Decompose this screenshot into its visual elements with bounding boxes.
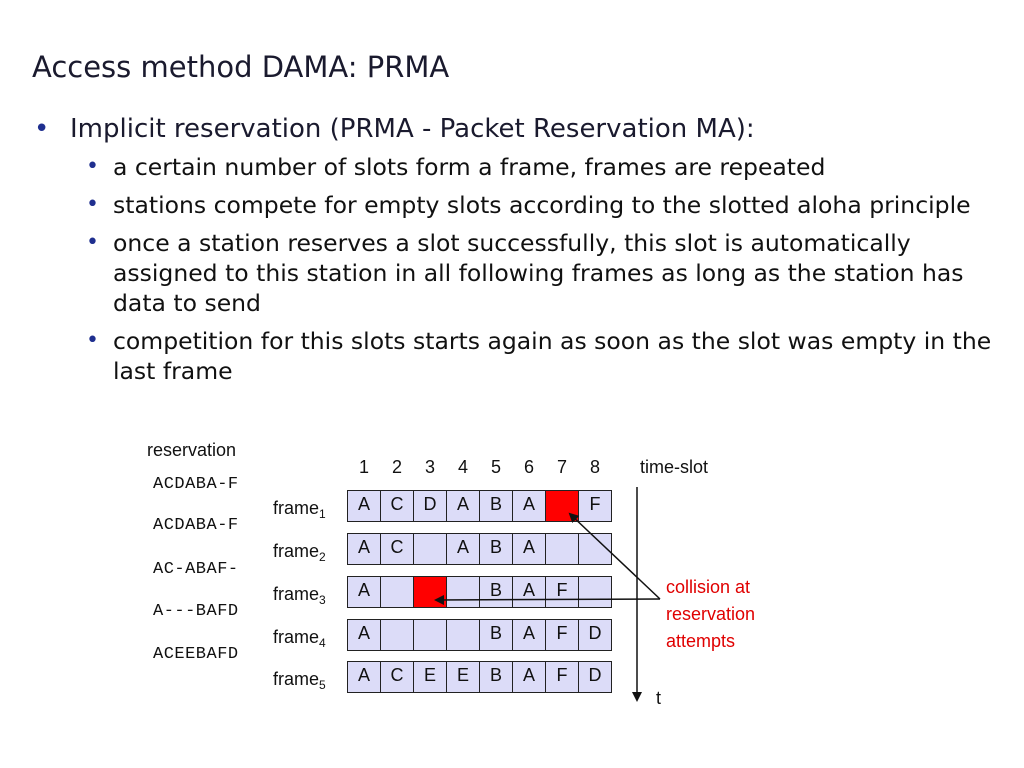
- slot-cell: F: [545, 619, 579, 651]
- slot-number: 2: [391, 457, 402, 477]
- slot-cell: A: [512, 490, 546, 522]
- frame-label: frame3: [273, 584, 326, 607]
- sub-bullet-list: • a certain number of slots form a frame…: [82, 152, 1007, 386]
- reservation-string: ACDABA-F: [153, 516, 239, 535]
- slot-number: 7: [556, 457, 567, 477]
- slot-cell: D: [578, 619, 612, 651]
- slot-cell: A: [512, 576, 546, 608]
- frame-label-text: frame: [273, 669, 320, 689]
- slot-cell: D: [413, 490, 447, 522]
- slot-number: 4: [457, 457, 468, 477]
- sub-bullet: • a certain number of slots form a frame…: [82, 152, 1007, 182]
- slot-number: 1: [358, 457, 369, 477]
- time-slot-label: time-slot: [640, 457, 709, 477]
- slot-cell: [578, 576, 612, 608]
- main-bullet-text: Implicit reservation (PRMA - Packet Rese…: [70, 114, 755, 144]
- slot-cell: D: [578, 661, 612, 693]
- slot-cell: [413, 533, 447, 565]
- slot-cell: A: [512, 661, 546, 693]
- slot-number: 8: [589, 457, 600, 477]
- reservation-string: A---BAFD: [153, 602, 239, 621]
- slot-cell: A: [446, 490, 480, 522]
- slot-cell: A: [347, 661, 381, 693]
- slot-cell: B: [479, 619, 513, 651]
- sub-bullet: • once a station reserves a slot success…: [82, 228, 1007, 318]
- reservation-string: ACEEBAFD: [153, 645, 239, 664]
- collision-pointer-frame1: [568, 512, 661, 600]
- bullet-dot-icon: •: [86, 192, 99, 217]
- slot-cell: B: [479, 661, 513, 693]
- collision-pointer-frame3: [434, 594, 661, 605]
- frame-label: frame2: [273, 541, 326, 564]
- reservation-string: ACDABA-F: [153, 475, 239, 494]
- main-bullet: • Implicit reservation (PRMA - Packet Re…: [32, 112, 1007, 146]
- slot-cell: A: [347, 619, 381, 651]
- slot-cell: B: [479, 576, 513, 608]
- slot-cell: F: [545, 576, 579, 608]
- collision-note: collision at reservation attempts: [666, 574, 755, 655]
- slot-cell: E: [413, 661, 447, 693]
- reservation-string: AC-ABAF-: [153, 560, 239, 579]
- sub-bullet: • stations compete for empty slots accor…: [82, 190, 1007, 220]
- collision-note-line: attempts: [666, 631, 736, 651]
- slot-number: 3: [424, 457, 435, 477]
- bullet-dot-icon: •: [86, 328, 99, 353]
- slot-number: 5: [490, 457, 501, 477]
- slot-cell: B: [479, 533, 513, 565]
- sub-bullet-text: stations compete for empty slots accordi…: [113, 191, 971, 219]
- bullet-dot-icon: •: [86, 230, 99, 255]
- bullet-dot-icon: •: [34, 114, 50, 144]
- frame-label-text: frame: [273, 584, 320, 604]
- slot-cell: [446, 619, 480, 651]
- frame-index: 5: [319, 678, 326, 692]
- bullet-list: • Implicit reservation (PRMA - Packet Re…: [32, 112, 1007, 394]
- frame-index: 1: [319, 507, 326, 521]
- slot-cell: A: [512, 533, 546, 565]
- page-title: Access method DAMA: PRMA: [32, 50, 450, 84]
- collision-note-line: reservation: [666, 604, 756, 624]
- slot-cell: E: [446, 661, 480, 693]
- frame-label-text: frame: [273, 627, 320, 647]
- frame-label: frame1: [273, 498, 326, 521]
- frame-label-text: frame: [273, 498, 320, 518]
- time-axis-label: t: [656, 688, 662, 708]
- frame-index: 2: [319, 550, 326, 564]
- sub-bullet-text: competition for this slots starts again …: [113, 327, 992, 385]
- sub-bullet: • competition for this slots starts agai…: [82, 326, 1007, 386]
- frame-label-text: frame: [273, 541, 320, 561]
- frame-label: frame4: [273, 627, 326, 650]
- slot-number: 6: [523, 457, 534, 477]
- collision-note-line: collision at: [666, 577, 751, 597]
- slot-cell: A: [347, 490, 381, 522]
- slot-cell: [446, 576, 480, 608]
- slot-cell: A: [347, 533, 381, 565]
- sub-bullet-text: once a station reserves a slot successfu…: [113, 229, 964, 317]
- frame-index: 3: [319, 593, 326, 607]
- slot-cell: C: [380, 661, 414, 693]
- slot-cell: [545, 533, 579, 565]
- bullet-dot-icon: •: [86, 154, 99, 179]
- reservation-header: reservation: [147, 440, 237, 460]
- slot-cell: F: [578, 490, 612, 522]
- frame-label: frame5: [273, 669, 326, 692]
- frame-index: 4: [319, 636, 326, 650]
- sub-bullet-text: a certain number of slots form a frame, …: [113, 153, 826, 181]
- slot-cell: F: [545, 661, 579, 693]
